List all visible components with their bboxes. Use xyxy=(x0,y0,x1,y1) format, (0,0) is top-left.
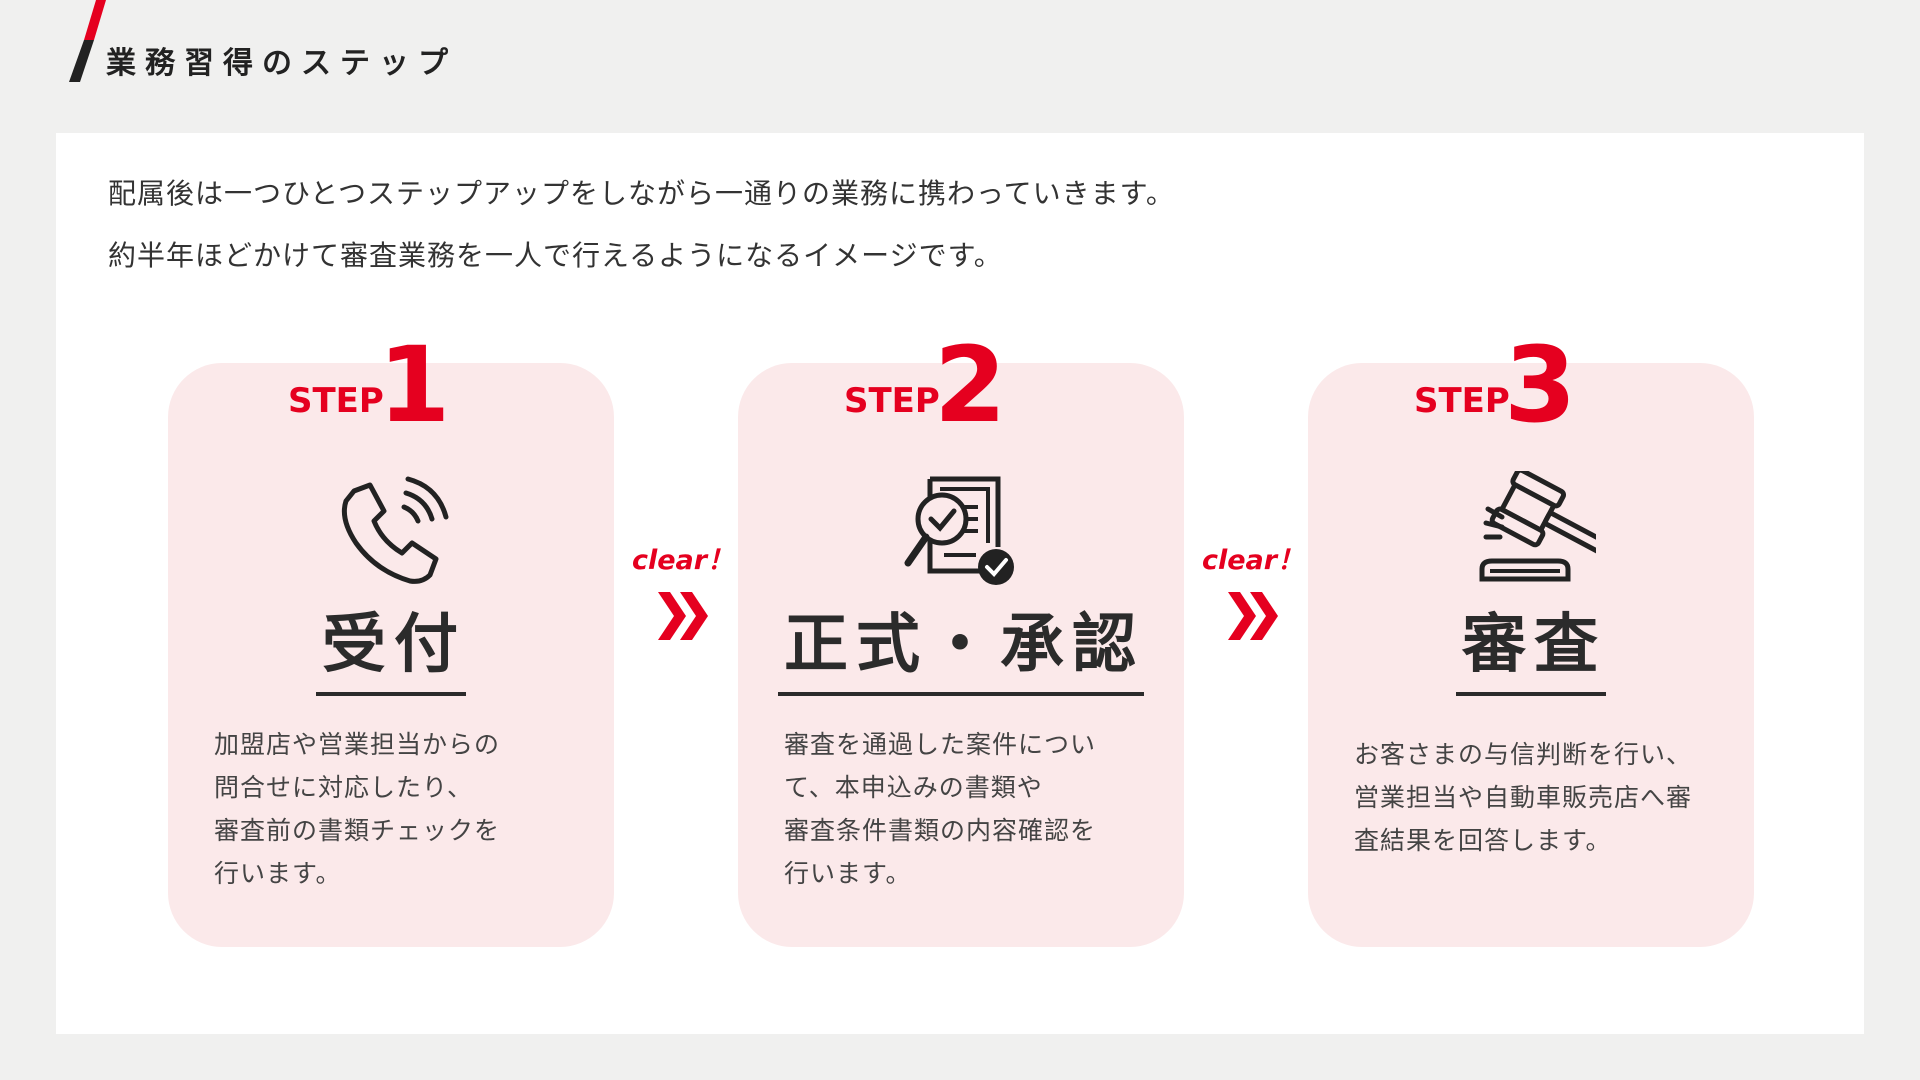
desc-line: 査結果を回答します。 xyxy=(1354,826,1612,855)
step-description-1: 加盟店や営業担当からの 問合せに対応したり、 審査前の書類チェックを 行います。 xyxy=(214,723,588,895)
step-number: 3 xyxy=(1504,324,1577,446)
step-description-3: お客さまの与信判断を行い、 営業担当や自動車販売店へ審 査結果を回答します。 xyxy=(1354,733,1728,862)
step-word: STEP xyxy=(288,381,384,421)
phone-icon xyxy=(341,476,449,584)
step-title-3: 審査 xyxy=(1308,608,1754,696)
step-title-2: 正式・承認 xyxy=(738,608,1184,696)
step-number: 1 xyxy=(378,324,451,446)
desc-line: 問合せに対応したり、 xyxy=(214,773,474,802)
connector-1: clear！ xyxy=(628,538,738,648)
step-card-3: STEP 3 審査 お客さまの与信判断を行い、 営業担当や自動車販売店へ審 査結… xyxy=(1308,333,1754,947)
desc-line: 行います。 xyxy=(214,859,342,888)
step-description-2: 審査を通過した案件につい て、本申込みの書類や 審査条件書類の内容確認を 行いま… xyxy=(784,723,1158,895)
desc-line: 行います。 xyxy=(784,859,912,888)
double-chevron-right-icon xyxy=(658,592,708,640)
double-chevron-right-icon xyxy=(1228,592,1278,640)
clear-label: clear！ xyxy=(631,545,735,576)
intro-line-2: 約半年ほどかけて審査業務を一人で行えるようになるイメージです。 xyxy=(108,239,1003,272)
step-word: STEP xyxy=(1414,381,1510,421)
page-title: 業務習得のステップ xyxy=(106,46,457,81)
desc-line: 加盟店や営業担当からの xyxy=(214,730,501,759)
step-word: STEP xyxy=(844,381,940,421)
desc-line: 審査条件書類の内容確認を xyxy=(784,816,1097,845)
step-title-text: 正式・承認 xyxy=(778,608,1144,696)
content-panel: 配属後は一つひとつステップアップをしながら一通りの業務に携わっていきます。 約半… xyxy=(56,133,1864,1034)
step-number: 2 xyxy=(934,324,1007,446)
step-header-2: STEP 2 xyxy=(738,333,1184,447)
step-header-3: STEP 3 xyxy=(1308,333,1754,447)
desc-line: て、本申込みの書類や xyxy=(784,773,1043,802)
desc-line: 審査前の書類チェックを xyxy=(214,816,501,845)
intro-line-1: 配属後は一つひとつステップアップをしながら一通りの業務に携わっていきます。 xyxy=(108,177,1175,210)
desc-line: 審査を通過した案件につい xyxy=(784,730,1097,759)
desc-line: お客さまの与信判断を行い、 xyxy=(1354,740,1693,769)
step-title-1: 受付 xyxy=(168,608,614,696)
header: 業務習得のステップ xyxy=(66,0,666,82)
gavel-icon xyxy=(1479,471,1596,582)
intro-text: 配属後は一つひとつステップアップをしながら一通りの業務に携わっていきます。 約半… xyxy=(108,163,1808,287)
step-title-text: 受付 xyxy=(316,608,466,696)
step-card-2: STEP 2 正式・承認 審査を通過した案件につい て、本申込みの書類や 審査条… xyxy=(738,333,1184,947)
title-slash-decoration xyxy=(69,0,106,82)
connector-2: clear！ xyxy=(1198,538,1308,648)
step-header-1: STEP 1 xyxy=(168,333,614,447)
document-check-icon xyxy=(904,476,1014,585)
step-title-text: 審査 xyxy=(1456,608,1606,696)
step-card-1: STEP 1 受付 加盟店や営業担当からの 問合せに対応したり、 審査前の書類チ… xyxy=(168,333,614,947)
clear-label: clear！ xyxy=(1201,545,1305,576)
desc-line: 営業担当や自動車販売店へ審 xyxy=(1354,783,1693,812)
